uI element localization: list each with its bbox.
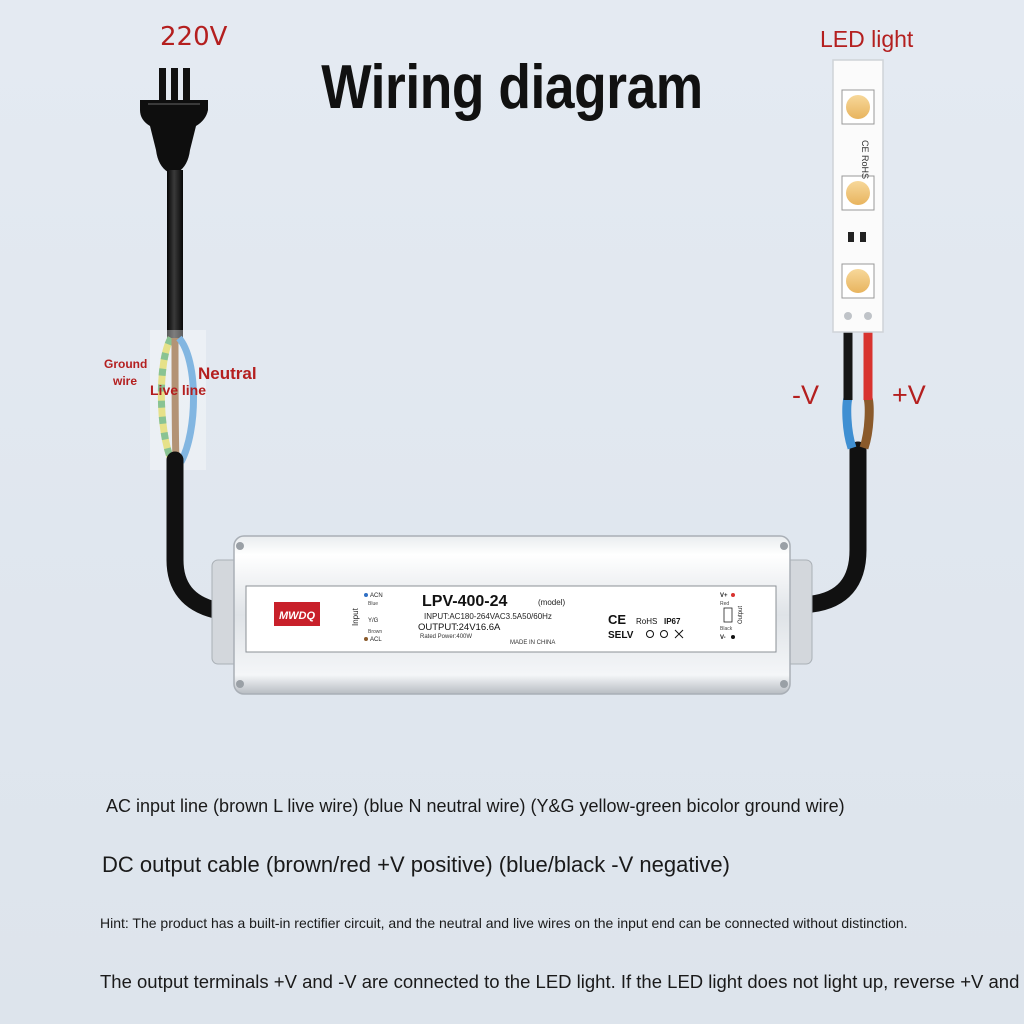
vminus-label: V- (720, 635, 726, 641)
vplus-label: V+ (720, 593, 728, 599)
negative-wire-blue (842, 396, 857, 450)
wire-glow (150, 330, 206, 470)
plus-v-label: +V (892, 380, 926, 410)
psu-screw-tl (236, 542, 244, 550)
ac-input-note: AC input line (brown L live wire) (blue … (106, 796, 845, 816)
plug-pin-left (159, 68, 166, 102)
dc-output-note: DC output cable (brown/red +V positive) … (102, 852, 730, 877)
psu-output-spec: OUTPUT:24V16.6A (418, 622, 501, 633)
power-plug (140, 68, 208, 172)
led-strip: CE RoHS (832, 59, 884, 333)
psu-screw-bl (236, 680, 244, 688)
acn-dot (364, 593, 368, 597)
solder-pad-right (864, 312, 872, 320)
solder-pad-left (844, 312, 852, 320)
output-side-label: Output (738, 606, 744, 624)
page-title: Wiring diagram (321, 53, 703, 122)
selv-mark: SELV (608, 630, 634, 641)
cert-icon-1 (646, 630, 654, 638)
input-voltage-label: 220V (160, 22, 228, 52)
brand-logo-text: MWDQ (279, 610, 315, 622)
psu-input-spec: INPUT:AC180-264VAC3.5A50/60Hz (424, 612, 552, 621)
brown-label: Brown (368, 629, 382, 635)
acn-label: ACN (370, 593, 383, 599)
psu-label-plate (245, 585, 777, 653)
neutral-wire-label: Neutral (198, 364, 257, 383)
yg-label: Y/G (368, 618, 379, 624)
vminus-dot (731, 635, 735, 639)
resistor-1 (848, 232, 854, 242)
psu-model: LPV-400-24 (422, 593, 507, 610)
led-chip-3 (846, 269, 870, 293)
input-cable-upper (167, 170, 183, 340)
terminals-note: The output terminals +V and -V are conne… (100, 971, 1024, 992)
psu-screw-br (780, 680, 788, 688)
strip-mark: CE RoHS (860, 140, 870, 179)
ground-wire-stripe (157, 336, 176, 464)
vplus-dot (731, 593, 735, 597)
acl-label: ACL (370, 637, 382, 643)
output-split-wires (842, 322, 874, 450)
power-supply-unit: MWDQ Input ACN Blue Y/G Brown ACL LPV-40… (211, 535, 813, 695)
plug-pin-right (183, 68, 190, 102)
psu-made-in: MADE IN CHINA (510, 640, 555, 646)
brand-logo (274, 602, 320, 626)
red-label: Red (720, 601, 729, 607)
plug-body (140, 100, 208, 172)
cert-icon-2 (660, 630, 668, 638)
psu-screw-tr (780, 542, 788, 550)
positive-wire-brown (859, 396, 874, 450)
psu-power-spec: Rated Power:400W (420, 634, 472, 640)
psu-model-suffix: (model) (538, 598, 565, 607)
ce-mark: CE (608, 612, 626, 627)
live-wire (171, 337, 180, 463)
ip67-mark: IP67 (664, 617, 681, 626)
output-terminal-icon (723, 607, 733, 623)
ground-wire-label-line1: Ground (104, 357, 148, 371)
acl-dot (364, 637, 368, 641)
live-line-label: Live line (150, 382, 207, 398)
minus-v-label: -V (792, 380, 819, 410)
rohs-mark: RoHS (636, 617, 657, 626)
led-chip-2 (846, 181, 870, 205)
output-cable (781, 441, 867, 615)
plug-pin-ground (171, 68, 178, 108)
input-side-label: Input (351, 607, 360, 626)
ground-wire-label-line2: wire (112, 374, 137, 388)
led-light-label: LED light (820, 26, 914, 52)
led-chip-1 (846, 95, 870, 119)
resistor-2 (860, 232, 866, 242)
hint-note: Hint: The product has a built-in rectifi… (100, 915, 908, 931)
weee-bin-icon (674, 629, 684, 639)
ground-wire-label: Ground wire (104, 356, 148, 390)
blue-label: Blue (368, 601, 378, 607)
black-label: Black (720, 626, 733, 632)
input-split-wires (150, 330, 206, 470)
neutral-wire (176, 335, 197, 464)
